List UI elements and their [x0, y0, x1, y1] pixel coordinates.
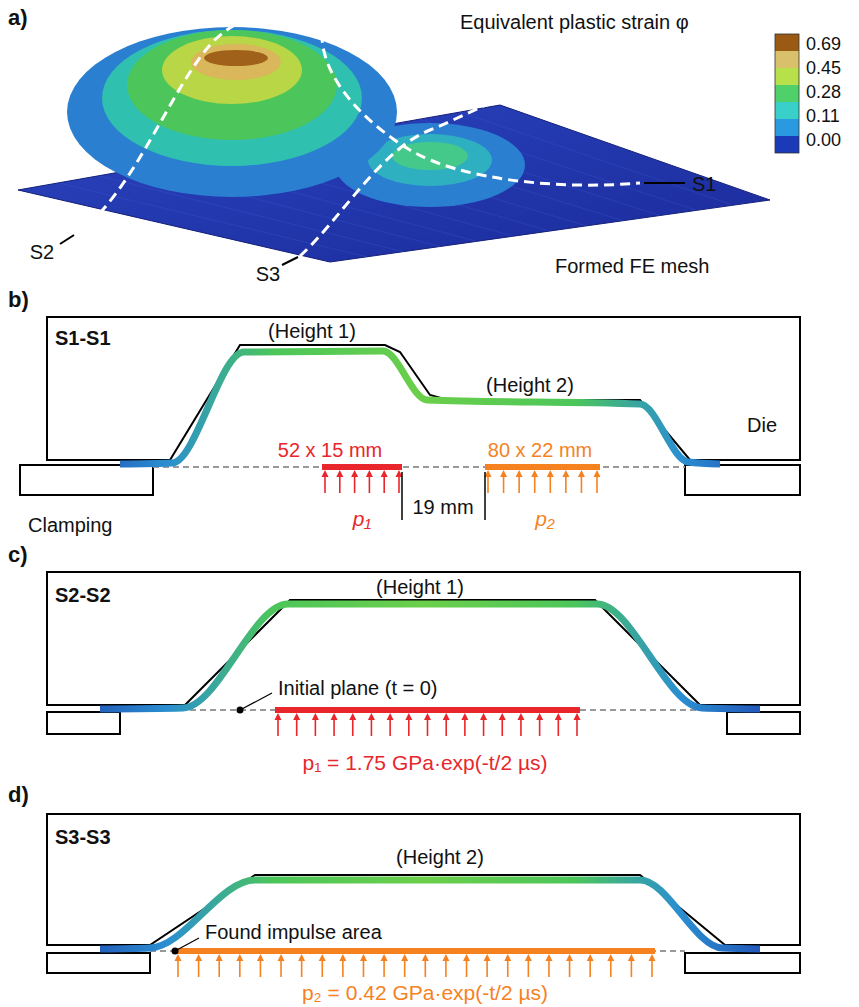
mesh-label: Formed FE mesh — [555, 256, 709, 276]
dimension-lines — [402, 472, 485, 520]
area-label: Found impulse area — [205, 922, 382, 942]
clamping-block — [685, 953, 800, 973]
clamping-label: Clamping — [28, 515, 112, 535]
pressure-name: p₂ — [535, 508, 555, 529]
section-lines — [60, 2, 685, 265]
clamping-block — [685, 465, 800, 495]
pressure-load — [175, 948, 656, 977]
initial-plane — [153, 467, 685, 468]
panel-letter: c) — [8, 544, 28, 566]
tick-value: 0.11 — [806, 107, 840, 125]
tick-value: 0.00 — [806, 131, 841, 149]
area-dimension: 80 x 22 mm — [488, 440, 592, 460]
section-name: S1 — [692, 174, 716, 194]
clamping-block — [20, 465, 153, 495]
leader-line — [237, 693, 273, 714]
section-name: S2 — [30, 242, 54, 262]
distance-dimension: 19 mm — [412, 497, 473, 517]
panel-letter: d) — [8, 784, 29, 806]
height-label: (Height 2) — [486, 375, 574, 395]
clamping-block — [47, 712, 120, 734]
panel-letter: b) — [8, 289, 29, 311]
area-dimension: 52 x 15 mm — [278, 440, 382, 460]
height-label: (Height 2) — [396, 847, 484, 867]
tick-value: 0.69 — [806, 35, 841, 53]
pressure-name: p₁ — [353, 508, 371, 529]
sheet-metal — [100, 604, 760, 709]
section-title: S2-S2 — [55, 585, 111, 605]
sheet-metal — [120, 351, 720, 464]
colour-bar — [775, 34, 799, 153]
pressure-formula: p₂ = 0.42 GPa·exp(-t/2 µs) — [302, 982, 548, 1003]
tick-value: 0.45 — [806, 59, 841, 77]
clamping-block — [47, 953, 150, 973]
height-label: (Height 1) — [268, 321, 356, 341]
formed-mesh — [18, 27, 770, 262]
pressure-load — [322, 464, 403, 493]
pressure-load — [485, 464, 601, 493]
section-name: S3 — [256, 264, 280, 284]
die-outline — [47, 317, 800, 460]
pressure-load — [275, 707, 581, 736]
plane-label: Initial plane (t = 0) — [278, 678, 438, 698]
tick-value: 0.28 — [806, 83, 841, 101]
pressure-formula: p₁ = 1.75 GPa·exp(-t/2 µs) — [302, 752, 547, 773]
die-outline — [47, 572, 800, 705]
section-title: S3-S3 — [55, 827, 111, 847]
section-title: S1-S1 — [55, 328, 111, 348]
clamping-block — [727, 712, 800, 734]
leader-line — [172, 938, 200, 955]
die-label: Die — [747, 415, 777, 435]
height-label: (Height 1) — [376, 577, 464, 597]
colour-bar-title: Equivalent plastic strain φ — [460, 12, 689, 32]
panel-letter: a) — [8, 7, 28, 29]
